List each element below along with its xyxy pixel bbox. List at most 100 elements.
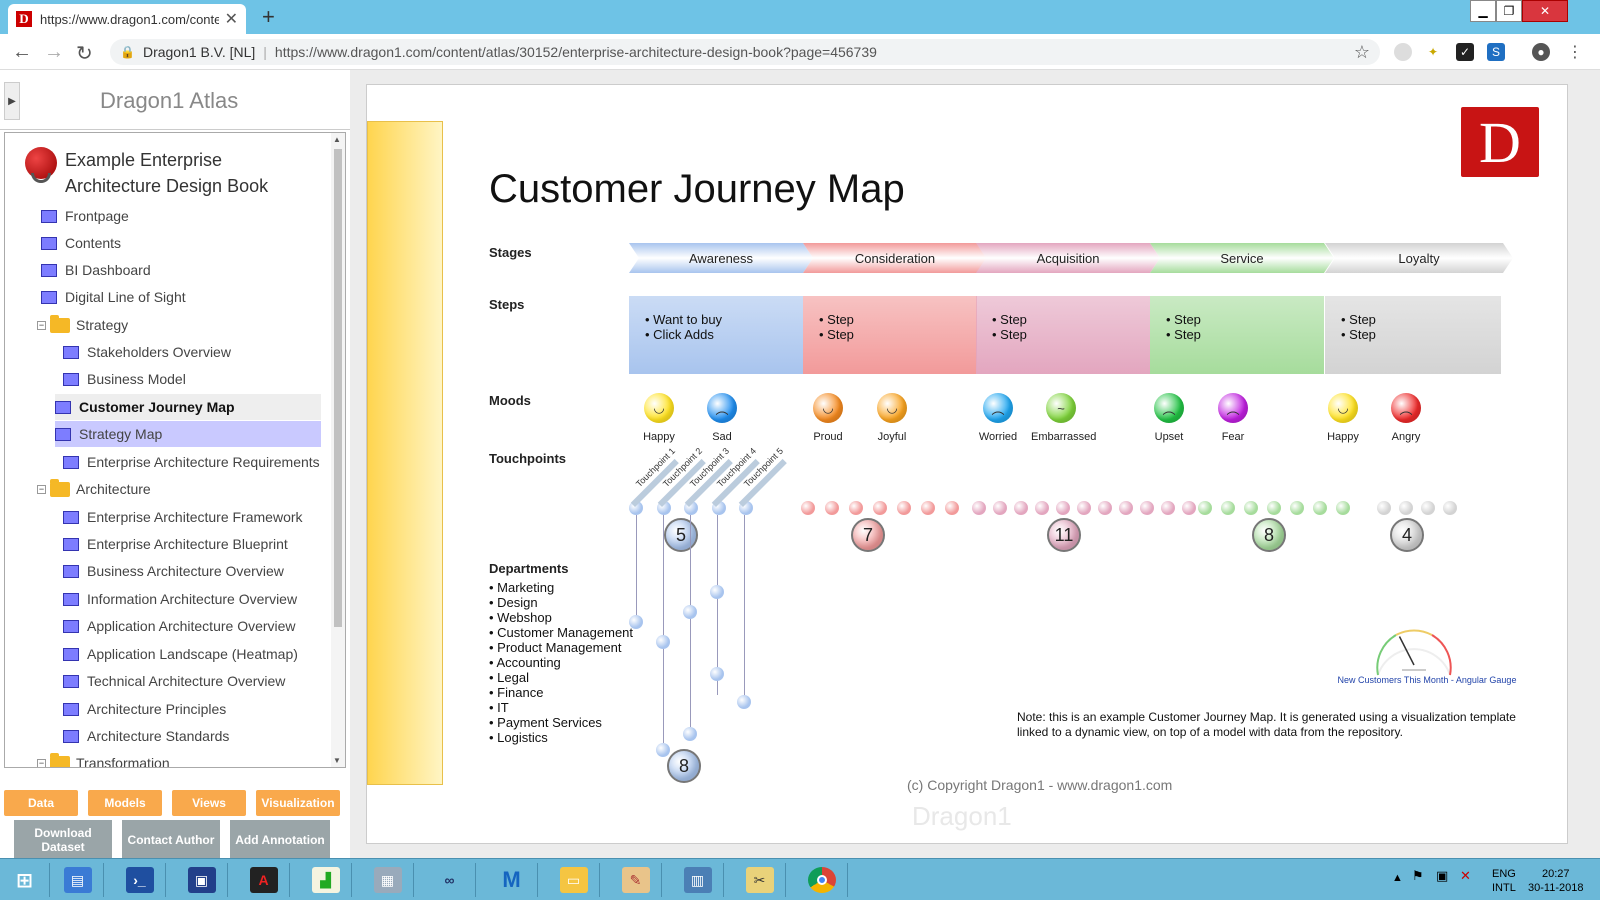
touchpoint-dot[interactable] xyxy=(1035,501,1049,515)
touchpoint-dot[interactable] xyxy=(1140,501,1154,515)
forward-arrow-icon[interactable]: → xyxy=(44,41,64,63)
touchpoint-count[interactable]: 8 xyxy=(1252,518,1286,552)
touchpoint-dot[interactable] xyxy=(873,501,887,515)
touchpoint-dot[interactable] xyxy=(825,501,839,515)
taskbar-infinity-icon[interactable]: ∞ xyxy=(424,863,476,897)
tray-up-arrow-icon[interactable]: ▲ xyxy=(1392,872,1403,884)
tree-item-architecture[interactable]: −Architecture xyxy=(37,476,151,502)
department-dot[interactable] xyxy=(683,727,697,741)
sidebar-toggle-button[interactable]: ▶ xyxy=(4,82,20,120)
download-dataset-button[interactable]: Download Dataset xyxy=(14,820,112,860)
taskbar-explorer-icon[interactable]: ▤ xyxy=(52,863,104,897)
department-dot[interactable] xyxy=(737,695,751,709)
touchpoint-dot[interactable] xyxy=(801,501,815,515)
touchpoint-dot[interactable] xyxy=(1098,501,1112,515)
views-button[interactable]: Views xyxy=(172,790,246,816)
bookmark-star-icon[interactable]: ☆ xyxy=(1353,41,1370,62)
scroll-down-icon[interactable]: ▼ xyxy=(333,756,341,765)
touchpoint-dot[interactable] xyxy=(1443,501,1457,515)
department-dot[interactable] xyxy=(683,605,697,619)
windows-start-icon[interactable]: ⊞ xyxy=(0,863,50,897)
extension-circle-icon[interactable] xyxy=(1394,43,1412,61)
tree-item-strategy[interactable]: −Strategy xyxy=(37,312,128,338)
touchpoint-dot[interactable] xyxy=(1221,501,1235,515)
scroll-up-icon[interactable]: ▲ xyxy=(333,135,341,144)
tree-scrollbar[interactable]: ▲ ▼ xyxy=(331,133,345,767)
touchpoint-dot[interactable] xyxy=(1161,501,1175,515)
close-tab-icon[interactable]: ✕ xyxy=(224,11,238,28)
browser-tab[interactable]: D https://www.dragon1.com/conte ✕ xyxy=(8,4,246,34)
tree-item-enterprise-architecture-framework[interactable]: Enterprise Architecture Framework xyxy=(63,504,303,530)
touchpoint-dot[interactable] xyxy=(1399,501,1413,515)
touchpoint-dot[interactable] xyxy=(1077,501,1091,515)
touchpoint-dot[interactable] xyxy=(1336,501,1350,515)
extension-s-icon[interactable]: S xyxy=(1487,43,1505,61)
tree-item-transformation[interactable]: −Transformation xyxy=(37,750,170,768)
back-arrow-icon[interactable]: ← xyxy=(12,41,32,63)
contact-author-button[interactable]: Contact Author xyxy=(122,820,220,860)
tree-item-strategy-map[interactable]: Strategy Map xyxy=(55,421,321,447)
touchpoint-dot[interactable] xyxy=(972,501,986,515)
tree-item-enterprise-architecture-blueprint[interactable]: Enterprise Architecture Blueprint xyxy=(63,531,288,557)
tray-flag-icon[interactable]: ⚑ xyxy=(1412,868,1424,883)
taskbar-malwarebytes-icon[interactable]: M xyxy=(486,863,538,897)
touchpoint-dot[interactable] xyxy=(1014,501,1028,515)
taskbar-server-icon[interactable]: ▥ xyxy=(672,863,724,897)
tree-item-architecture-principles[interactable]: Architecture Principles xyxy=(63,696,226,722)
tree-item-architecture-standards[interactable]: Architecture Standards xyxy=(63,723,229,749)
taskbar-monitor-icon[interactable]: ▦ xyxy=(362,863,414,897)
touchpoint-dot[interactable] xyxy=(1198,501,1212,515)
touchpoint-dot[interactable] xyxy=(1244,501,1258,515)
taskbar-powershell-icon[interactable]: ›_ xyxy=(114,863,166,897)
taskbar-chart-icon[interactable]: ▟ xyxy=(300,863,352,897)
touchpoint-dot[interactable] xyxy=(1267,501,1281,515)
tree-item-bi-dashboard[interactable]: BI Dashboard xyxy=(41,257,151,283)
tray-network-icon[interactable]: ▣ xyxy=(1436,868,1449,883)
tree-item-stakeholders-overview[interactable]: Stakeholders Overview xyxy=(63,339,231,365)
department-dot[interactable] xyxy=(710,667,724,681)
tree-item-technical-architecture-overview[interactable]: Technical Architecture Overview xyxy=(63,668,285,694)
address-bar[interactable]: 🔒 Dragon1 B.V. [NL] | https://www.dragon… xyxy=(110,39,1380,65)
menu-kebab-icon[interactable]: ⋮ xyxy=(1567,44,1583,61)
touchpoint-dot[interactable] xyxy=(1377,501,1391,515)
taskbar-paint-icon[interactable]: ✎ xyxy=(610,863,662,897)
tree-item-enterprise-architecture-requirements[interactable]: Enterprise Architecture Requirements xyxy=(63,449,320,475)
touchpoint-dot[interactable] xyxy=(945,501,959,515)
collapse-icon[interactable]: − xyxy=(37,483,46,494)
minimize-button[interactable]: ▁ xyxy=(1470,0,1496,22)
visualization-button[interactable]: Visualization xyxy=(256,790,340,816)
book-title[interactable]: Example Enterprise Architecture Design B… xyxy=(65,147,268,199)
new-tab-button[interactable]: + xyxy=(262,4,275,29)
department-dot[interactable] xyxy=(656,635,670,649)
touchpoint-dot[interactable] xyxy=(1182,501,1196,515)
touchpoint-dot[interactable] xyxy=(1290,501,1304,515)
taskbar-pdf-icon[interactable]: A xyxy=(238,863,290,897)
tree-item-business-model[interactable]: Business Model xyxy=(63,366,186,392)
collapse-icon[interactable]: − xyxy=(37,757,46,768)
touchpoint-dot[interactable] xyxy=(849,501,863,515)
touchpoint-dot[interactable] xyxy=(1119,501,1133,515)
taskbar-chrome-icon[interactable] xyxy=(796,863,848,897)
url-text[interactable]: https://www.dragon1.com/content/atlas/30… xyxy=(274,44,877,60)
profile-avatar-icon[interactable]: ● xyxy=(1532,43,1550,61)
touchpoint-dot[interactable] xyxy=(897,501,911,515)
tree-item-contents[interactable]: Contents xyxy=(41,230,121,256)
touchpoint-count[interactable]: 7 xyxy=(851,518,885,552)
touchpoint-dot[interactable] xyxy=(993,501,1007,515)
tree-item-business-architecture-overview[interactable]: Business Architecture Overview xyxy=(63,558,284,584)
restore-button[interactable]: ❐ xyxy=(1496,0,1522,22)
gauge-label[interactable]: New Customers This Month - Angular Gauge xyxy=(1337,675,1517,685)
touchpoint-count[interactable]: 5 xyxy=(664,518,698,552)
tree-item-information-architecture-overview[interactable]: Information Architecture Overview xyxy=(63,586,297,612)
department-dot[interactable] xyxy=(710,585,724,599)
tree-item-digital-line-of-sight[interactable]: Digital Line of Sight xyxy=(41,284,186,310)
touchpoint-dot[interactable] xyxy=(1313,501,1327,515)
add-annotation-button[interactable]: Add Annotation xyxy=(230,820,330,860)
touchpoint-dot[interactable] xyxy=(921,501,935,515)
models-button[interactable]: Models xyxy=(88,790,162,816)
data-button[interactable]: Data xyxy=(4,790,78,816)
taskbar-folder-icon[interactable]: ▭ xyxy=(548,863,600,897)
taskbar-save-icon[interactable]: ▣ xyxy=(176,863,228,897)
touchpoint-count[interactable]: 4 xyxy=(1390,518,1424,552)
